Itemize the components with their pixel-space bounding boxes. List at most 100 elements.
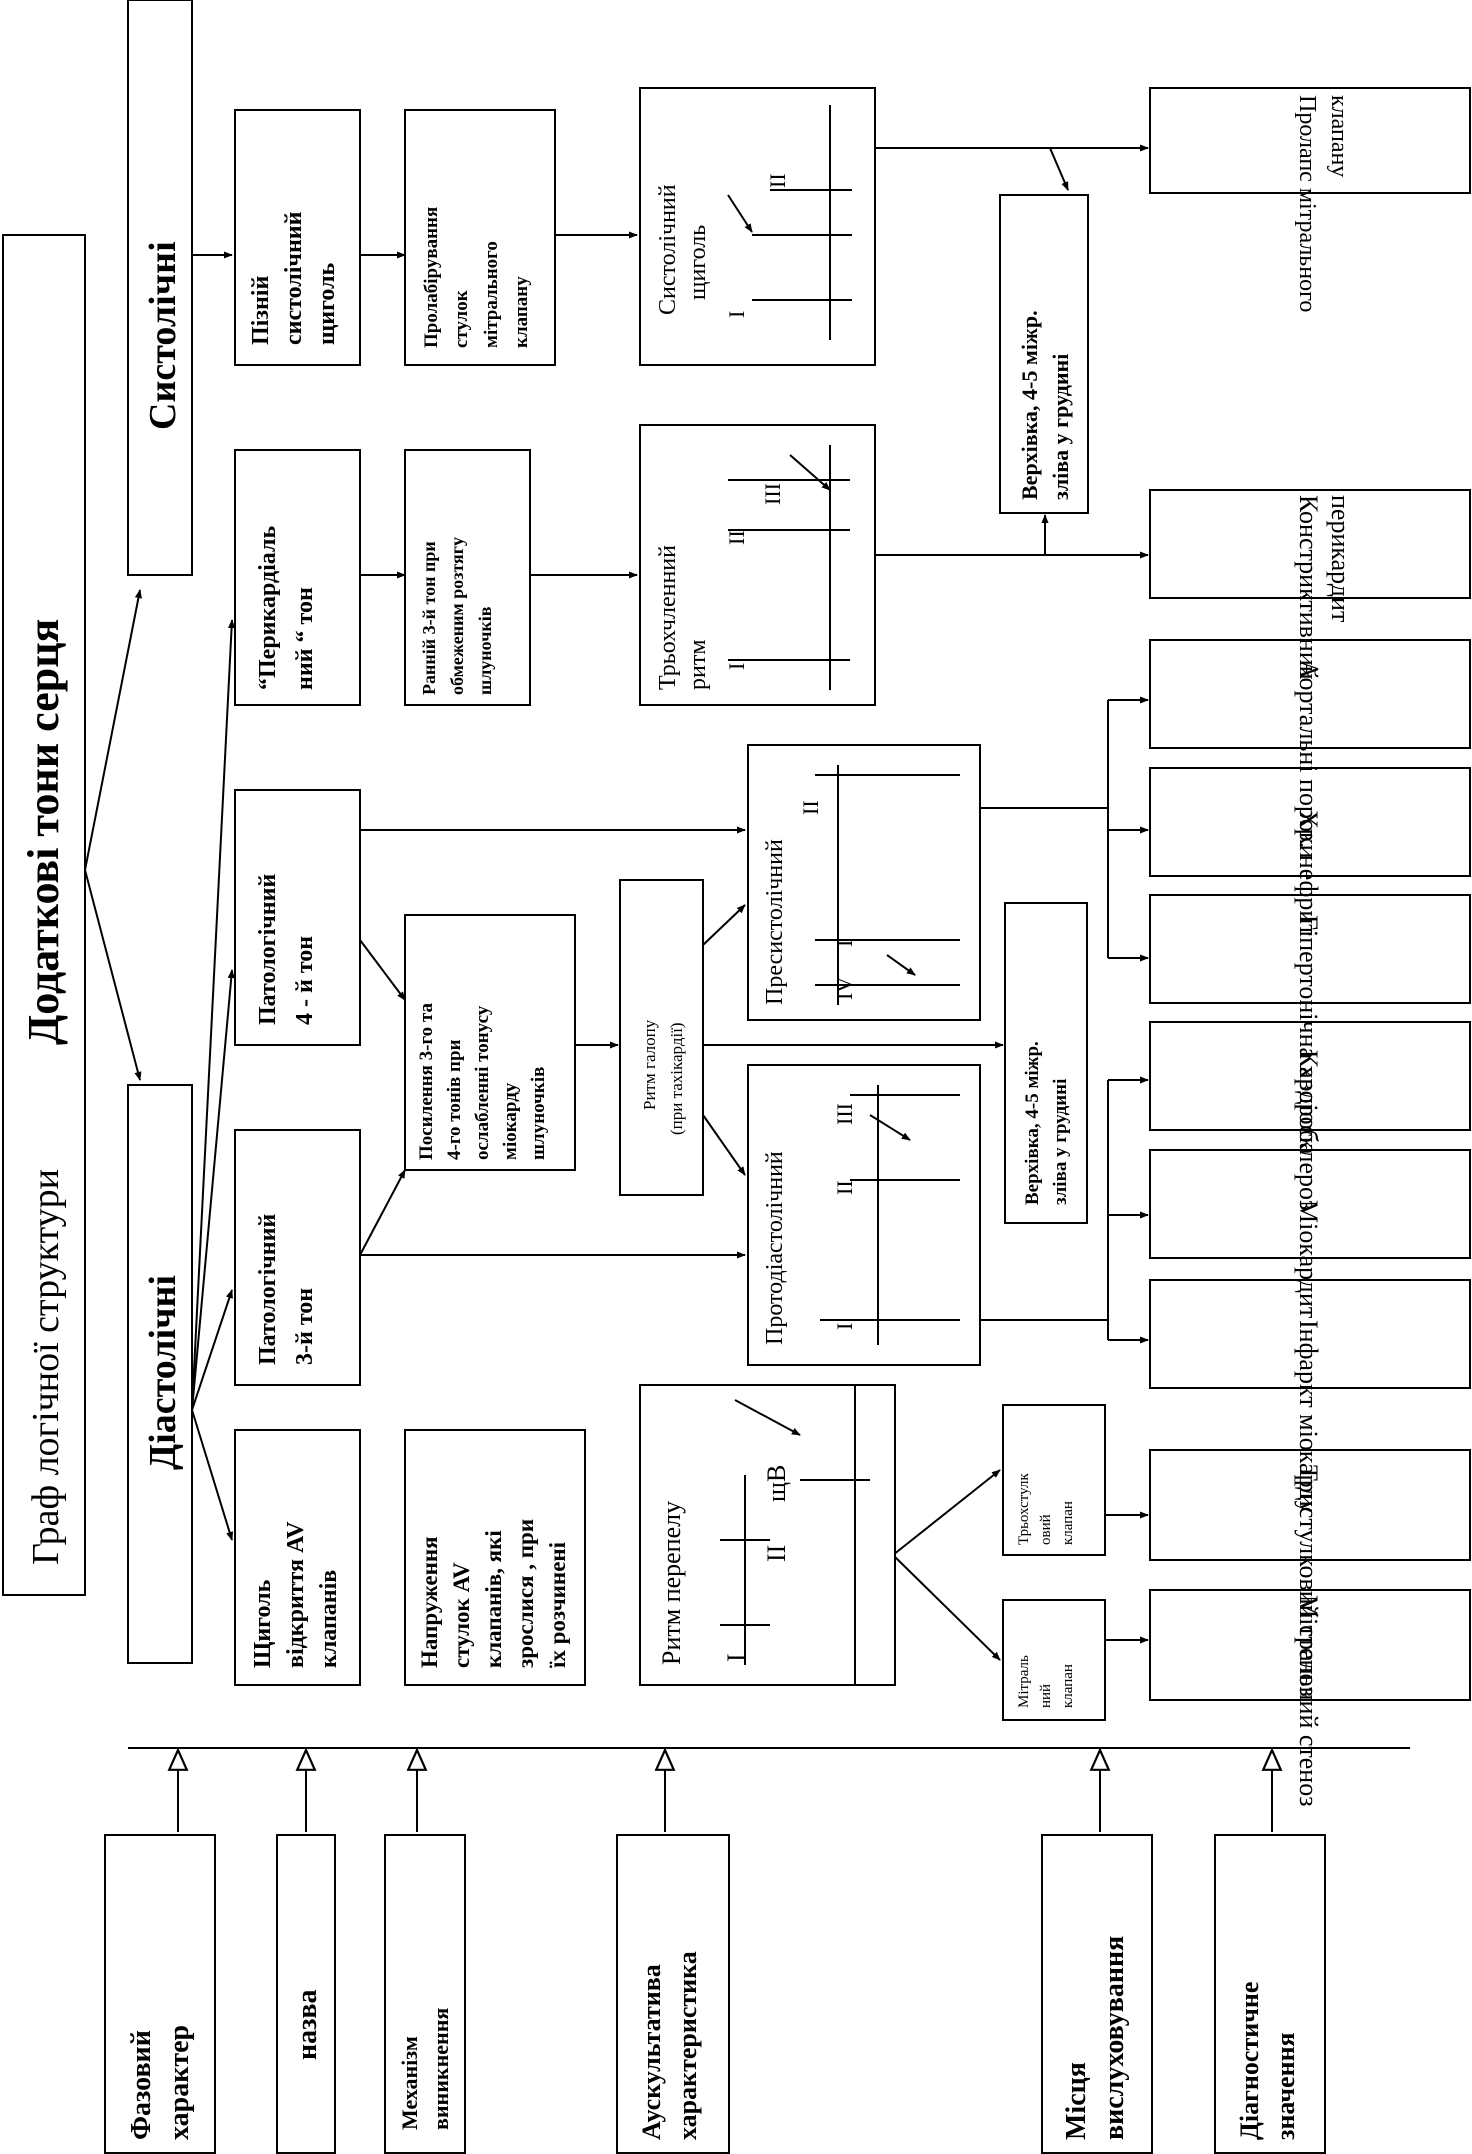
category-phase-l2: характер — [164, 2025, 195, 2140]
presystolic-label-i: I — [832, 940, 857, 947]
triple-label-i: I — [724, 663, 749, 670]
mechanism-opening-snap-l4: зрослися , при — [513, 1519, 538, 1668]
edge-quail-mitral — [892, 1554, 1001, 1661]
diagnosis-pericarditis-l1: Констриктивний — [1294, 495, 1323, 680]
category-mechanism-box: Механізм виникнення — [384, 1834, 466, 2154]
click-label-ii: II — [765, 173, 790, 188]
diagnosis-tricuspid-stenosis-box: Тристулковий стеноз — [1149, 1449, 1471, 1697]
triple-title-l2: ритм — [685, 639, 711, 690]
location-tricuspid-l2: овий — [1038, 1514, 1054, 1545]
edge-third-mechanism — [359, 1169, 406, 1256]
click-title-l2: щиголь — [685, 225, 711, 300]
presystolic-label-ii: II — [798, 800, 823, 815]
diagnosis-mitral-prolapse-l2: клапану — [1326, 95, 1352, 177]
auscultation-triple-box: Трьохчленний ритм I II III — [639, 424, 876, 706]
diagnosis-mitral-stenosis: Мітральний стеноз — [1294, 1595, 1323, 1807]
title-box: Граф логічної структури Додаткові тони с… — [2, 234, 86, 1596]
mechanism-opening-snap-l1: Напруження — [417, 1536, 442, 1668]
quail-label-i: I — [722, 1653, 751, 1662]
gallop-l2: (при тахікардії) — [667, 1022, 686, 1135]
mechanism-gallop-box: Посилення 3-го та 4-го тонів при ослабле… — [404, 914, 576, 1171]
diagnosis-pericarditis-l2: перикардит — [1326, 495, 1355, 622]
mechanism-gallop-l1: Посилення 3-го та — [416, 1003, 437, 1160]
diagnosis-mitral-prolapse-box: Пролапс мітрального клапану — [1149, 87, 1471, 312]
category-name-label: назва — [292, 1989, 323, 2060]
diagnosis-nephritis: Хр. нефрит — [1294, 810, 1323, 936]
edge-gallop-protodiastolic — [702, 1114, 746, 1176]
mechanism-prolapse-box: Пролабірування стулок мітрального клапан… — [404, 109, 556, 366]
location-apex-systolic-l1: Верхівка, 4-5 міжр. — [1017, 310, 1042, 500]
auscultation-gallop-box: Ритм галопу (при тахікардії) — [619, 879, 704, 1196]
protodiastolic-label-iii: III — [832, 1103, 857, 1125]
location-mitral-box: Мітраль ний клапан — [1002, 1599, 1106, 1721]
category-phase-box: Фазовий характер — [104, 1834, 216, 2154]
click-label-i: I — [724, 311, 749, 318]
diagnosis-mitral-stenosis-box: Мітральний стеноз — [1149, 1589, 1471, 1807]
diagnosis-hypertension-box: Гіпертонічна хвороба — [1149, 894, 1471, 1155]
mechanism-prolapse-l4: клапану — [511, 276, 532, 348]
protodiastolic-label-i: I — [832, 1323, 857, 1330]
location-tricuspid-box: Трьохстулк овий клапан — [1002, 1404, 1106, 1556]
quail-title: Ритм перепелу — [657, 1501, 686, 1665]
auscultation-systolic-click-box: Систолічний щиголь I II — [639, 87, 876, 366]
edge-diastolic-opening-snap — [191, 1409, 234, 1541]
category-phase-l1: Фазовий — [126, 2030, 157, 2140]
phase-diastolic-label: Діастолічні — [142, 1275, 184, 1470]
diagnosis-infarction: Інфаркт міокарду — [1294, 1320, 1323, 1513]
title-line-1: Граф логічної структури — [25, 1169, 67, 1565]
edge-diastolic-third — [191, 1289, 233, 1411]
diagnosis-cardiosclerosis: Кардіосклероз — [1294, 1050, 1323, 1210]
name-opening-snap-l3: клапанів — [316, 1570, 342, 1668]
mechanism-gallop-l3: ослабленні тонусу — [472, 1005, 493, 1160]
mechanism-opening-snap-l5: їх розчинені — [545, 1541, 570, 1668]
diagnosis-tricuspid-stenosis: Тристулковий стеноз — [1294, 1465, 1323, 1697]
protodiastolic-title: Протодіастолічний — [762, 1151, 788, 1345]
triple-title-l1: Трьохчленний — [655, 545, 681, 690]
name-opening-snap-l1: Щиголь — [250, 1579, 276, 1668]
mechanism-opening-snap-l3: клапанів, які — [481, 1530, 506, 1668]
name-fourth-tone-box: Патологічний 4 - й тон — [234, 789, 361, 1046]
category-diagnostic-l1: Діагностичне — [1235, 1982, 1264, 2140]
location-mitral-l3: клапан — [1060, 1664, 1076, 1708]
diagnosis-myocarditis: Міокардит — [1294, 1200, 1323, 1318]
edge-title-systolic — [84, 589, 142, 871]
mechanism-opening-snap-box: Напруження стулок AV клапанів, які зросл… — [404, 1429, 586, 1686]
location-tricuspid-l1: Трьохстулк — [1016, 1473, 1032, 1545]
diagnosis-aortic-defects: Аортальні пороки — [1294, 660, 1323, 859]
location-tricuspid-l3: клапан — [1060, 1501, 1076, 1545]
edge-diastolic-pericardial — [191, 619, 236, 1411]
name-third-tone-l1: Патологічний — [255, 1214, 281, 1365]
mechanism-gallop-l5: шлуночків — [528, 1067, 549, 1160]
category-auscultation-l1: Аускультатива — [637, 1964, 666, 2140]
presystolic-pointer — [886, 954, 916, 976]
mechanism-pericardial-l1: Ранній 3-й тон при — [419, 541, 439, 695]
name-late-click-box: Пізній систолічний щиголь — [234, 109, 361, 366]
diagnosis-myocarditis-box: Міокардит — [1149, 1149, 1471, 1318]
presystolic-label-iv: IV — [832, 977, 857, 1000]
diagnosis-mitral-prolapse-l1: Пролапс мітрального — [1294, 95, 1320, 312]
diagnosis-aortic-defects-box: Аортальні пороки — [1149, 639, 1471, 859]
category-auscultation-box: Аускультатива характеристика — [616, 1834, 730, 2154]
category-mechanism-l2: виникнення — [428, 2008, 453, 2130]
category-name-box: назва — [276, 1834, 336, 2154]
diagnosis-pericarditis-box: Констриктивний перикардит — [1149, 489, 1471, 680]
auscultation-protodiastolic-box: Протодіастолічний I II III — [747, 1064, 981, 1366]
name-pericardial-l2: ний “ тон — [292, 587, 318, 690]
edge-click-apex — [1049, 147, 1069, 191]
edge-fourth-mechanism — [359, 939, 406, 1001]
phase-systolic-label: Систолічні — [142, 241, 184, 430]
mechanism-pericardial-l3: шлуночків — [475, 606, 495, 695]
name-third-tone-l2: 3-й тон — [292, 1288, 318, 1365]
category-diagnostic-l2: значення — [1271, 2032, 1300, 2140]
name-third-tone-box: Патологічний 3-й тон — [234, 1129, 361, 1386]
diagnosis-infarction-box: Інфаркт міокарду — [1149, 1279, 1471, 1513]
connectors — [84, 144, 1410, 1832]
protodiastolic-label-ii: II — [832, 1180, 857, 1195]
category-auscultation-l2: характеристика — [673, 1951, 702, 2140]
mechanism-gallop-l2: 4-го тонів при — [444, 1039, 465, 1160]
location-mitral-l1: Мітраль — [1016, 1655, 1032, 1708]
name-late-click-l2: систолічний — [281, 211, 307, 345]
auscultation-quail-box: Ритм перепелу I II щВ — [639, 1384, 896, 1686]
